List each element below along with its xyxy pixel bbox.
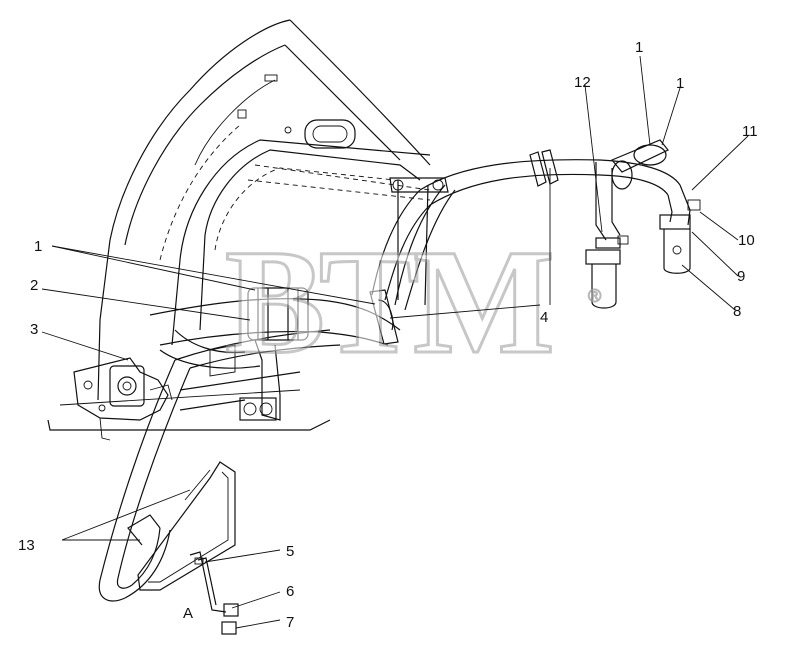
callout-13: 13 bbox=[18, 537, 35, 554]
tube-clamps-upper bbox=[529, 139, 669, 187]
callout-7: 7 bbox=[286, 614, 294, 631]
callout-2: 2 bbox=[30, 277, 38, 294]
callout-1-right: 1 bbox=[676, 75, 684, 92]
fittings-right bbox=[585, 199, 701, 309]
hose-bracket bbox=[179, 339, 301, 421]
bent-tube-loop bbox=[98, 329, 341, 602]
latch-assembly bbox=[73, 357, 173, 441]
callout-11: 11 bbox=[742, 123, 758, 140]
callout-3: 3 bbox=[30, 321, 38, 338]
callout-9: 9 bbox=[737, 268, 745, 285]
watermark-registered-mark: ® bbox=[588, 286, 601, 306]
callout-6: 6 bbox=[286, 583, 294, 600]
support-rod bbox=[189, 551, 239, 635]
callout-4: 4 bbox=[540, 309, 548, 326]
callout-labels: 1 1 1 2 3 4 5 6 7 8 9 10 11 12 13 A bbox=[18, 39, 758, 631]
callout-5: 5 bbox=[286, 543, 294, 560]
callout-8: 8 bbox=[733, 303, 741, 320]
callout-10: 10 bbox=[738, 232, 755, 249]
callout-1-top: 1 bbox=[635, 39, 643, 56]
vertical-post bbox=[389, 177, 449, 306]
view-label: A bbox=[183, 605, 193, 622]
guard-plate bbox=[137, 461, 236, 591]
watermark: BTM ® bbox=[224, 218, 602, 387]
leader-lines bbox=[41, 55, 749, 629]
cab-side-panel bbox=[47, 19, 431, 431]
window-frame bbox=[159, 109, 431, 369]
callout-1-left: 1 bbox=[34, 238, 42, 255]
watermark-brand: BTM bbox=[225, 219, 551, 385]
callout-12: 12 bbox=[574, 74, 591, 91]
